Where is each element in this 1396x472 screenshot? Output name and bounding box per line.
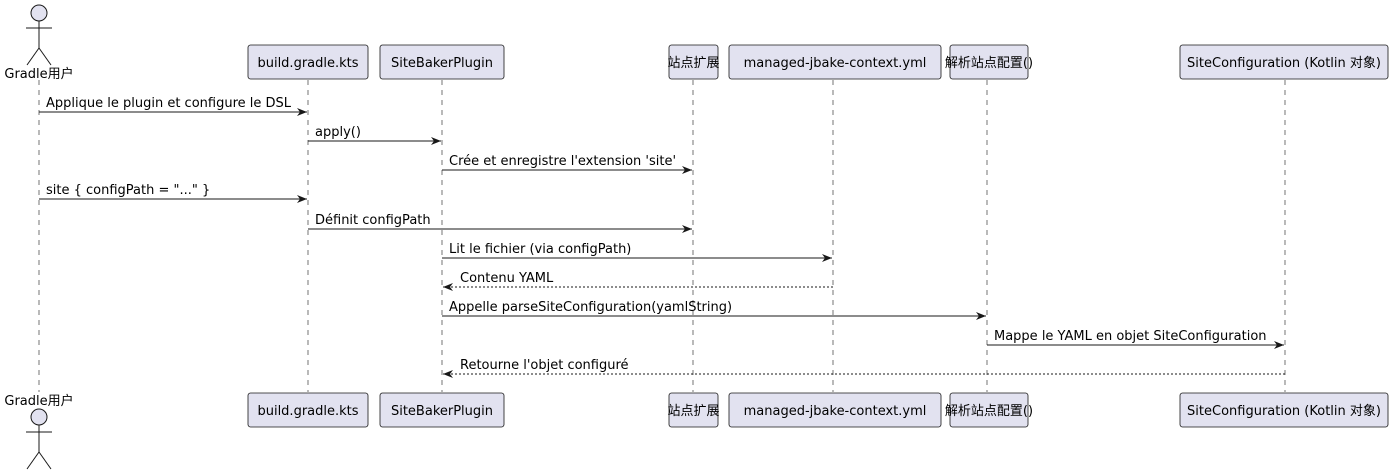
message-label: Définit configPath: [315, 213, 431, 228]
message-9: Mappe le YAML en objet SiteConfiguration: [987, 329, 1284, 349]
participant-conf-bottom: SiteConfiguration (Kotlin 对象): [1179, 392, 1389, 428]
participant-label: SiteBakerPlugin: [391, 56, 493, 71]
participant-plugin-bottom: SiteBakerPlugin: [379, 392, 505, 428]
participant-label: SiteBakerPlugin: [391, 404, 493, 419]
message-3: Crée et enregistre l'extension 'site': [442, 154, 692, 174]
actor-head-icon: [30, 4, 48, 22]
participant-label: SiteConfiguration (Kotlin 对象): [1187, 404, 1381, 419]
participant-label: 站点扩展: [667, 56, 719, 71]
message-1: Applique le plugin et configure le DSL: [39, 96, 307, 116]
participant-ext-bottom: 站点扩展: [667, 392, 720, 428]
participant-parse-bottom: 解析站点配置(): [945, 392, 1033, 428]
participant-label: 解析站点配置(): [945, 404, 1033, 419]
participant-parse-top: 解析站点配置(): [945, 44, 1033, 80]
message-label: Applique le plugin et configure le DSL: [46, 96, 292, 111]
message-label: apply(): [315, 125, 361, 140]
message-label: site { configPath = "..." }: [46, 183, 210, 198]
message-label: Crée et enregistre l'extension 'site': [449, 154, 676, 169]
message-6: Lit le fichier (via configPath): [442, 242, 832, 262]
message-label: Contenu YAML: [460, 271, 554, 286]
actor-gradle-bottom: Gradle用户: [4, 393, 74, 470]
message-10: Retourne l'objet configuré: [443, 358, 1285, 378]
message-7: Contenu YAML: [443, 271, 833, 291]
message-label: Lit le fichier (via configPath): [449, 242, 631, 257]
actor-gradle-top: Gradle用户: [4, 4, 74, 82]
participant-label: build.gradle.kts: [257, 56, 358, 71]
actor-label: Gradle用户: [4, 66, 73, 82]
participant-yml-bottom: managed-jbake-context.yml: [728, 392, 942, 428]
message-8: Appelle parseSiteConfiguration(yamlStrin…: [442, 300, 986, 320]
message-label: Appelle parseSiteConfiguration(yamlStrin…: [449, 300, 732, 315]
participant-kts-bottom: build.gradle.kts: [247, 392, 369, 428]
participant-label: SiteConfiguration (Kotlin 对象): [1187, 56, 1381, 71]
actor-label: Gradle用户: [4, 393, 73, 409]
participant-label: build.gradle.kts: [257, 404, 358, 419]
participant-plugin-top: SiteBakerPlugin: [379, 44, 505, 80]
message-label: Mappe le YAML en objet SiteConfiguration: [994, 329, 1267, 344]
participant-label: 站点扩展: [667, 404, 719, 419]
message-label: Retourne l'objet configuré: [460, 358, 629, 373]
participant-ext-top: 站点扩展: [667, 44, 720, 80]
participant-label: 解析站点配置(): [945, 56, 1033, 71]
message-4: site { configPath = "..." }: [39, 183, 307, 203]
participant-label: managed-jbake-context.yml: [744, 56, 927, 71]
participant-yml-top: managed-jbake-context.yml: [728, 44, 942, 80]
message-5: Définit configPath: [308, 213, 692, 233]
message-2: apply(): [308, 125, 441, 145]
participant-label: managed-jbake-context.yml: [744, 404, 927, 419]
participant-kts-top: build.gradle.kts: [247, 44, 369, 80]
participant-conf-top: SiteConfiguration (Kotlin 对象): [1179, 44, 1389, 80]
actor-head-icon: [30, 408, 48, 426]
